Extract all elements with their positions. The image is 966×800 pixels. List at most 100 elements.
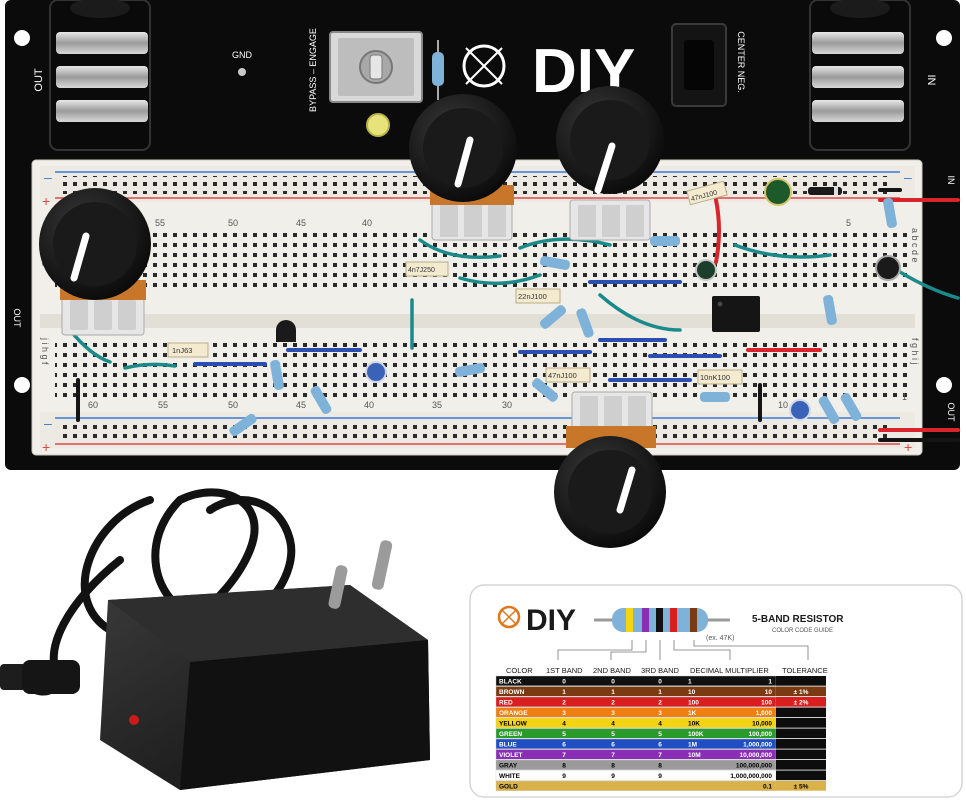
rail-minus-sign: – xyxy=(44,169,52,185)
gnd-pad xyxy=(238,68,246,76)
cell-multiplier-value: 1,000,000,000 xyxy=(730,773,772,780)
resistor xyxy=(539,305,567,329)
cell-band3: 2 xyxy=(658,700,662,707)
cell-multiplier-short: 100 xyxy=(688,700,699,707)
tolerance-swatch xyxy=(776,728,826,739)
cell-band2: 3 xyxy=(611,710,615,717)
potentiometer-top-right xyxy=(569,199,651,241)
capacitor-label: 10nK100 xyxy=(700,373,730,382)
column-number: 55 xyxy=(155,218,165,228)
tolerance-swatch xyxy=(776,718,826,728)
column-number: 35 xyxy=(432,400,442,410)
bypass-footswitch xyxy=(329,31,423,103)
header-color: COLOR xyxy=(506,666,533,675)
cell-color-name: YELLOW xyxy=(499,721,528,728)
cell-color-name: BLACK xyxy=(499,679,522,686)
header-multiplier: DECIMAL MULTIPLIER xyxy=(690,666,769,675)
column-number: 40 xyxy=(362,218,372,228)
resistor xyxy=(700,392,730,402)
cell-band1: 6 xyxy=(562,742,566,749)
transistor xyxy=(276,320,296,342)
cell-band3: 9 xyxy=(658,773,662,780)
bypass-engage-label: BYPASS – ENGAGE xyxy=(308,28,318,112)
card-table-header: COLOR 1ST BAND 2ND BAND 3RD BAND DECIMAL… xyxy=(506,666,828,675)
cell-multiplier-value: 10,000 xyxy=(752,721,772,728)
card-logo-text: DIY xyxy=(526,604,576,637)
side-out-label: OUT xyxy=(12,309,22,329)
diode xyxy=(808,187,842,195)
row-letters: f g h i j xyxy=(910,338,920,365)
tolerance-swatch xyxy=(776,749,826,760)
card-logo-icon xyxy=(497,605,521,629)
cell-multiplier-short: 10M xyxy=(688,752,701,759)
cell-band1: 3 xyxy=(562,710,566,717)
tolerance-swatch xyxy=(776,770,826,781)
cell-multiplier-short: 1M xyxy=(688,742,697,749)
resistor xyxy=(576,308,594,338)
cell-color-name: GOLD xyxy=(499,784,518,791)
cell-color-name: VIOLET xyxy=(499,752,523,759)
resistor xyxy=(823,294,837,326)
cell-color-name: BLUE xyxy=(499,742,517,749)
cell-multiplier-value: 1 xyxy=(768,679,772,686)
color-swatch xyxy=(495,675,777,686)
cell-multiplier-value: 0.1 xyxy=(763,784,772,791)
tolerance-swatch xyxy=(776,676,826,686)
cell-tolerance: ± 2% xyxy=(794,700,809,707)
in-label: IN xyxy=(925,75,937,86)
cell-multiplier-short: 1K xyxy=(688,710,697,717)
resistor xyxy=(310,385,332,415)
cell-multiplier-value: 10 xyxy=(765,689,773,696)
output-jack xyxy=(49,0,151,151)
cell-color-name: GREEN xyxy=(499,731,522,738)
cell-band1: 2 xyxy=(562,700,566,707)
color-swatch xyxy=(495,759,777,770)
cell-band3: 6 xyxy=(658,742,662,749)
cell-multiplier-short: 10 xyxy=(688,689,696,696)
electrolytic-capacitors xyxy=(365,178,901,421)
resistor xyxy=(883,197,897,229)
color-swatch xyxy=(495,749,777,760)
adapter-led xyxy=(129,715,139,725)
tolerance-swatch xyxy=(776,781,826,791)
tolerance-swatch xyxy=(776,739,826,749)
cell-band3: 3 xyxy=(658,710,662,717)
color-swatch xyxy=(495,728,777,739)
center-neg-label: CENTER NEG. xyxy=(736,31,746,93)
card-title: 5-BAND RESISTOR xyxy=(752,614,844,625)
power-adapter xyxy=(0,488,430,790)
cell-tolerance: ± 5% xyxy=(794,784,809,791)
cell-band2: 0 xyxy=(611,679,615,686)
knob-top-left xyxy=(409,94,517,202)
cell-tolerance: ± 1% xyxy=(794,689,809,696)
column-number: 45 xyxy=(296,218,306,228)
rail-plus-sign: + xyxy=(42,193,50,209)
column-number: 50 xyxy=(228,218,238,228)
column-number: 60 xyxy=(88,400,98,410)
knob-top-right xyxy=(556,86,664,194)
resistor xyxy=(229,413,257,437)
resistor xyxy=(454,363,486,377)
mount-hole xyxy=(936,377,952,393)
rail-minus-sign: – xyxy=(44,415,52,431)
row-letters: j i h g f xyxy=(40,337,50,365)
color-swatch xyxy=(495,686,777,697)
cell-color-name: ORANGE xyxy=(499,710,528,717)
cell-band2: 7 xyxy=(611,752,615,759)
cell-color-name: WHITE xyxy=(499,773,521,780)
cell-band1: 8 xyxy=(562,763,566,770)
capacitor-label: 1nJ63 xyxy=(172,346,192,355)
row-number: 1 xyxy=(902,392,907,402)
card-resistor-illustration xyxy=(594,608,730,632)
cell-band2: 9 xyxy=(611,773,615,780)
color-swatch xyxy=(495,780,777,791)
